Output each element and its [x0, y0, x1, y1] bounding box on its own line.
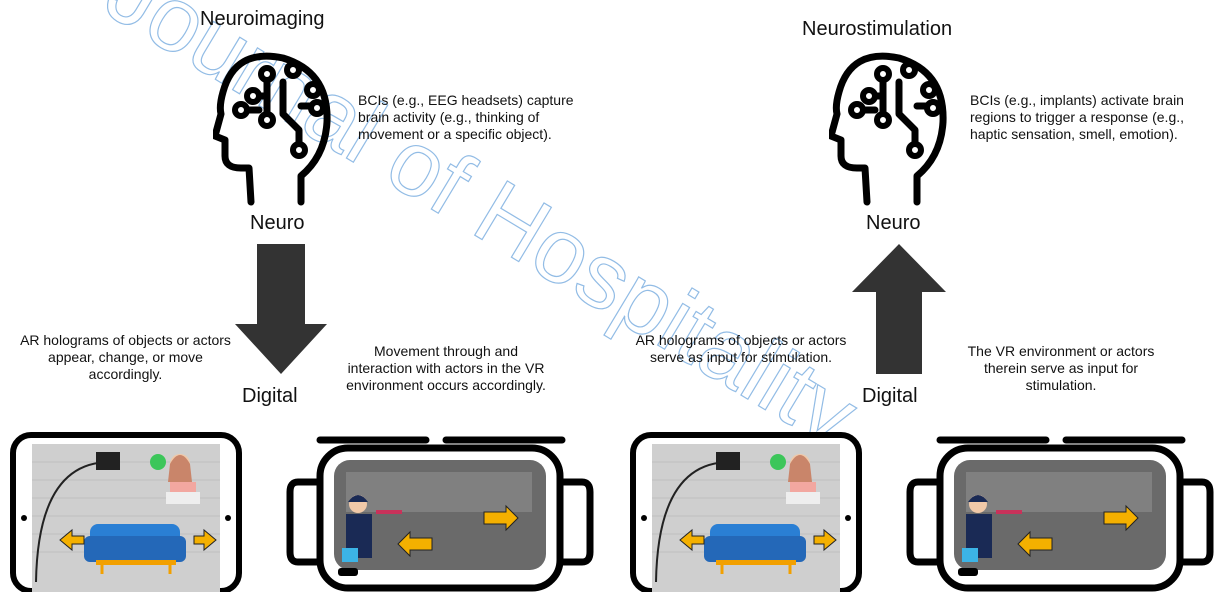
brain-head-icon [213, 44, 343, 209]
digital-label-right: Digital [862, 385, 918, 407]
vr-description-right: The VR environment or actors therein ser… [967, 343, 1155, 393]
vr-description-left: Movement through and interaction with ac… [346, 343, 546, 393]
ar-description-left: AR holograms of objects or actors appear… [20, 332, 231, 382]
arrow-down-icon [235, 244, 327, 374]
arrow-up-icon [852, 244, 946, 374]
neuroimaging-description: BCIs (e.g., EEG headsets) capture brain … [358, 92, 574, 142]
brain-head-icon [829, 44, 959, 209]
neuroimaging-title: Neuroimaging [200, 8, 325, 30]
neurostimulation-title: Neurostimulation [802, 18, 953, 40]
neuro-label-right: Neuro [866, 212, 921, 234]
ar-tablet-right [630, 432, 862, 592]
vr-headset-left [286, 432, 596, 592]
vr-headset-right [906, 432, 1216, 592]
ar-description-right: AR holograms of objects or actors serve … [635, 332, 847, 365]
neurostimulation-description: BCIs (e.g., implants) activate brain reg… [970, 92, 1185, 142]
digital-label-left: Digital [242, 385, 298, 407]
ar-tablet-left [10, 432, 242, 592]
watermark-text: Journal of Hospitality [90, 0, 875, 467]
neuro-label-left: Neuro [250, 212, 305, 234]
